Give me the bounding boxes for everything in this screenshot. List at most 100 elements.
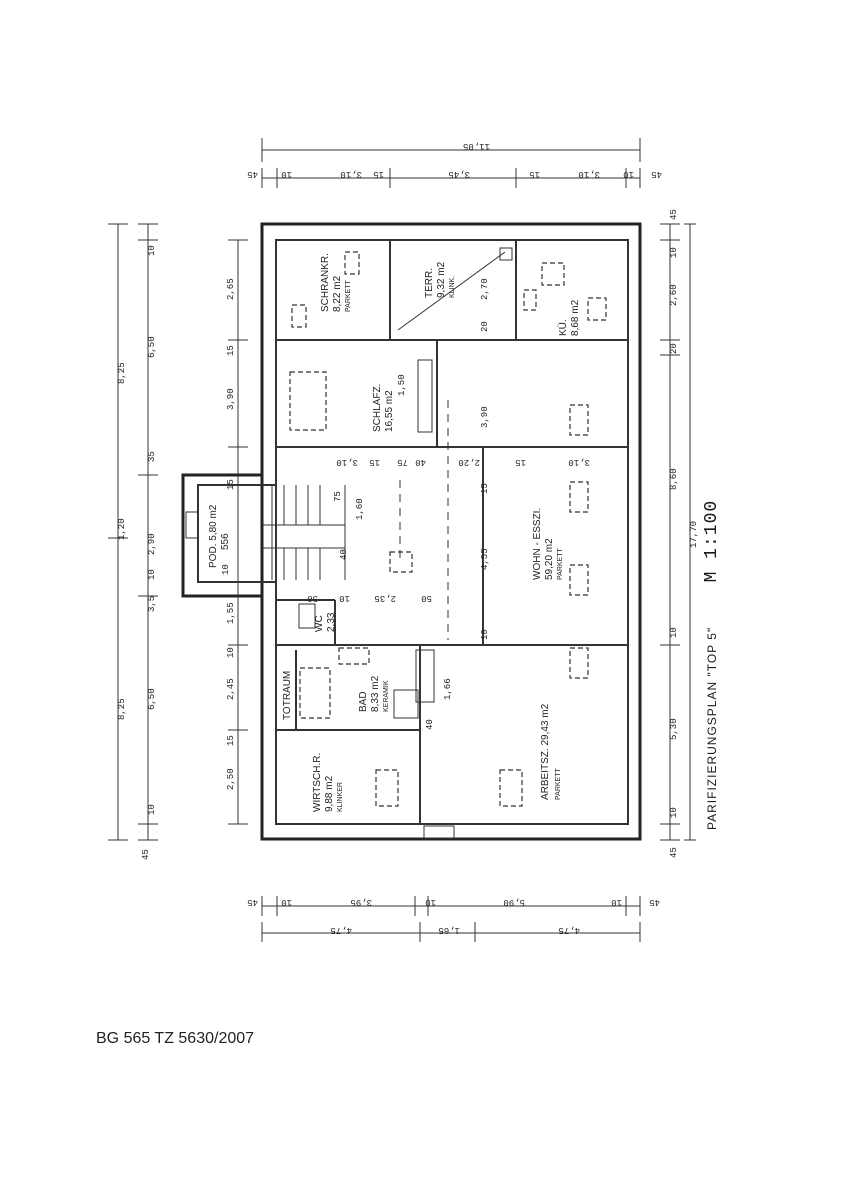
dim-bot-475b: 4,75	[558, 925, 580, 935]
dim-left-10b: 10	[147, 804, 157, 815]
room-wirtsch: WIRTSCH.R. 9,88 m2 KLINKER	[312, 753, 344, 812]
dim-bot-10c: 10	[611, 897, 622, 907]
room-schrank: SCHRANKR. 8,22 m2 PARKETT	[320, 253, 352, 312]
dim-inner-20a: 20	[480, 321, 490, 332]
dim-bot-45b: 45	[649, 897, 660, 907]
dim-bot-45a: 45	[247, 897, 258, 907]
dim-inner-10a: 10	[339, 593, 350, 603]
svg-text:59,20 m2: 59,20 m2	[544, 538, 555, 580]
svg-text:9,88 m2: 9,88 m2	[324, 775, 335, 812]
dim-top-310b: 3,10	[578, 169, 600, 179]
dim-left-825b: 8,25	[117, 698, 127, 720]
dim-inner-310a: 3,10	[336, 457, 358, 467]
dim-inner-40b: 40	[339, 549, 349, 560]
window-stair	[185, 511, 199, 539]
svg-text:KÜ.: KÜ.	[557, 319, 569, 336]
dim-inner-50b: 50	[307, 593, 318, 603]
dim-left-10a: 10	[147, 245, 157, 256]
svg-text:WIRTSCH.R.: WIRTSCH.R.	[312, 753, 323, 812]
dim-top-10b: 10	[623, 169, 634, 179]
svg-text:TERR.: TERR.	[424, 268, 435, 298]
dim-left-290: 2,90	[147, 533, 157, 555]
dim-inner-270: 2,70	[480, 278, 490, 300]
dim-inner-166: 1,66	[443, 678, 453, 700]
outer-wall	[260, 222, 642, 841]
dim-inner-75a: 75	[397, 457, 408, 467]
dim-top-10a: 10	[281, 169, 292, 179]
dim-left-10d: 10	[147, 569, 157, 580]
furniture	[289, 251, 607, 807]
svg-text:556: 556	[220, 533, 231, 550]
dim-bot-395: 3,95	[350, 897, 372, 907]
dim-inner-150: 1,50	[397, 374, 407, 396]
dimension-right	[660, 223, 696, 841]
dim-inner-75b: 75	[333, 491, 343, 502]
dim-left-245: 2,45	[226, 678, 236, 700]
svg-text:16,55 m2: 16,55 m2	[384, 390, 395, 432]
dim-right-20: 20	[669, 343, 679, 354]
dimension-top	[261, 138, 641, 188]
svg-text:KERAMIK: KERAMIK	[383, 680, 390, 712]
dim-inner-10b: 10	[480, 629, 490, 640]
dim-right-10a: 10	[669, 247, 679, 258]
dim-left-390: 3,90	[226, 388, 236, 410]
dim-inner-310b: 3,10	[568, 457, 590, 467]
room-wc: WC 2,33	[314, 612, 337, 632]
room-pod: POD. 5,80 m2 556	[208, 504, 231, 568]
dim-top-total: 11,05	[463, 141, 490, 151]
dim-inner-40c: 40	[425, 719, 435, 730]
dim-right-260: 2,60	[669, 284, 679, 306]
svg-text:PARKETT: PARKETT	[557, 548, 564, 580]
dim-inner-40a: 40	[415, 457, 426, 467]
dim-bot-475a: 4,75	[330, 925, 352, 935]
dim-top-45b: 45	[651, 169, 662, 179]
svg-text:POD. 5,80 m2: POD. 5,80 m2	[208, 504, 219, 568]
dim-inner-220: 2,20	[458, 457, 480, 467]
svg-text:PARKETT: PARKETT	[345, 280, 352, 312]
dim-inner-235: 2,35	[374, 593, 396, 603]
room-schlaf: SCHLAFZ. 16,55 m2	[372, 384, 395, 432]
room-arbeit: ARBEITSZ. 29,43 m2 PARKETT	[540, 703, 562, 800]
dim-inner-50a: 50	[421, 593, 432, 603]
dim-inner-15b: 15	[515, 457, 526, 467]
terrace-diagonal	[397, 251, 506, 331]
dim-inner-10c: 10	[221, 564, 231, 575]
document-reference: BG 565 TZ 5630/2007	[96, 1030, 255, 1047]
svg-text:TOTRAUM: TOTRAUM	[282, 671, 293, 720]
dim-left-250: 2,50	[226, 768, 236, 790]
terrace-column	[499, 247, 513, 261]
dim-left-825a: 8,25	[117, 362, 127, 384]
dim-top-45a: 45	[247, 169, 258, 179]
svg-text:KLINK.: KLINK.	[449, 276, 456, 298]
dim-bot-10a: 10	[281, 897, 292, 907]
svg-text:2,33: 2,33	[326, 612, 337, 632]
room-totraum: TOTRAUM	[282, 671, 293, 720]
svg-text:9,32 m2: 9,32 m2	[436, 261, 447, 298]
dim-inner-15c: 15	[480, 483, 490, 494]
dim-inner-160: 1,60	[355, 498, 365, 520]
dim-top-15a: 15	[373, 169, 384, 179]
dim-top-345: 3,45	[448, 169, 470, 179]
room-terr: TERR. 9,32 m2 KLINK.	[424, 261, 456, 298]
dim-top-15b: 15	[529, 169, 540, 179]
dim-bot-10b: 10	[425, 897, 436, 907]
stair-bump-wall	[181, 473, 262, 598]
dim-right-10c: 10	[669, 807, 679, 818]
svg-text:BAD: BAD	[358, 691, 369, 712]
svg-text:SCHLAFZ.: SCHLAFZ.	[372, 384, 383, 432]
dim-left-45: 45	[141, 849, 151, 860]
dim-left-265: 2,65	[226, 278, 236, 300]
svg-text:KLINKER: KLINKER	[337, 782, 344, 812]
svg-text:8,68 m2: 8,68 m2	[570, 299, 581, 336]
dim-left-155: 1,55	[226, 602, 236, 624]
plan-title: PARIFIZIERUNGSPLAN "TOP 5"	[705, 626, 719, 830]
dim-right-10b: 10	[669, 627, 679, 638]
dim-inner-455: 4,55	[480, 548, 490, 570]
dim-right-1770: 17,70	[689, 521, 699, 548]
svg-text:WC: WC	[314, 615, 325, 632]
dim-inner-15a: 15	[369, 457, 380, 467]
dim-left-15c: 15	[226, 479, 236, 490]
staircase	[262, 485, 346, 580]
inner-wall	[275, 239, 629, 825]
